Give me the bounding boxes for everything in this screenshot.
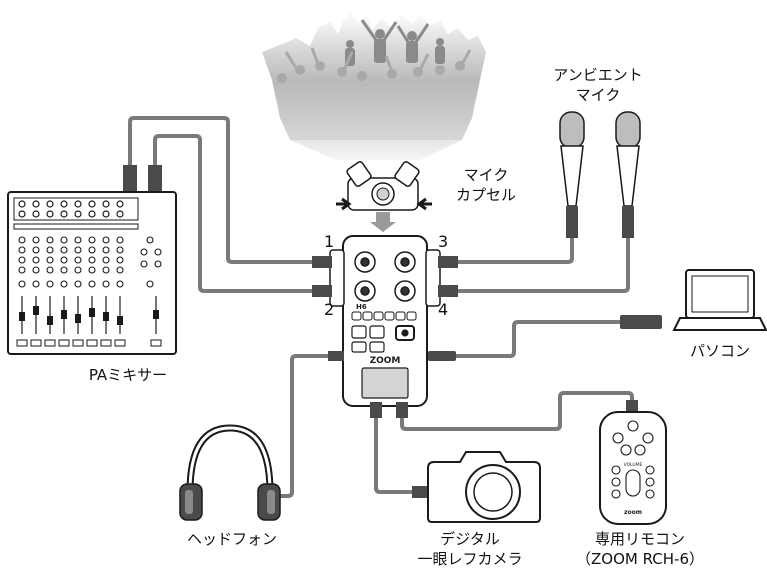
- cable-headphones: [266, 354, 332, 498]
- cables: [128, 116, 634, 498]
- connector-headphone: [328, 351, 344, 361]
- laptop: [620, 269, 767, 331]
- dslr-camera: [412, 451, 541, 523]
- camera-label-line1: デジタル: [440, 530, 500, 548]
- connector-input-2: [312, 285, 332, 297]
- input-label-1: 1: [324, 232, 335, 251]
- mic-capsule-label-line2: カプセル: [455, 186, 517, 204]
- ambient-mic-label-line1: アンビエント: [553, 66, 643, 84]
- pa-mixer-label: PAミキサー: [88, 366, 168, 384]
- cable-mixer-input-1: [128, 116, 320, 264]
- ambient-microphones: [559, 111, 641, 238]
- mixer-plug-1: [123, 165, 137, 191]
- cable-mic-input-4: [456, 236, 630, 293]
- camera-label-line2: 一眼レフカメラ: [417, 550, 523, 568]
- mixer-plug-2: [148, 165, 162, 191]
- cable-camera: [374, 403, 416, 494]
- connector-input-1: [312, 256, 332, 268]
- connector-remote: [396, 402, 408, 418]
- camera-plug: [412, 486, 428, 498]
- arrow-down-icon: [370, 212, 396, 232]
- mic-capsule-label-line1: マイク: [463, 166, 509, 184]
- sound-beam: [290, 140, 462, 160]
- remote-label-line1: 専用リモコン: [594, 530, 686, 548]
- connector-input-3: [438, 256, 458, 268]
- track-buttons: [351, 311, 417, 321]
- pa-mixer: [7, 165, 177, 355]
- ambient-mic-left: [559, 111, 585, 238]
- device-brand: ZOOM: [370, 356, 401, 366]
- arrow-right-icon: [416, 197, 432, 211]
- remote-volume: VOLUME: [624, 462, 643, 468]
- ambient-mic-right: [615, 111, 641, 238]
- cable-mixer-input-2: [153, 134, 320, 293]
- concert-crowd: [262, 10, 486, 160]
- connector-input-4: [438, 285, 458, 297]
- cable-mic-input-3: [456, 236, 574, 264]
- pc-label: パソコン: [689, 342, 751, 360]
- remote-label-line2: （ZOOM RCH-6）: [576, 550, 704, 568]
- xy-mic-capsule: [336, 161, 432, 232]
- input-label-3: 3: [438, 232, 449, 251]
- zoom-h6-recorder: ZOOM H6: [312, 235, 458, 418]
- connector-line-out: [370, 402, 382, 418]
- device-model: H6: [356, 303, 367, 311]
- usb-plug: [620, 315, 662, 329]
- ambient-mic-label-line2: マイク: [575, 86, 621, 104]
- cable-remote: [400, 391, 634, 431]
- transport-buttons: [351, 325, 415, 353]
- input-label-2: 2: [324, 300, 335, 319]
- input-label-4: 4: [438, 300, 449, 319]
- crowd-silhouette: [262, 10, 486, 140]
- mixer-knobs: [18, 236, 162, 288]
- device-screen: [361, 367, 409, 399]
- headphones: [179, 424, 281, 521]
- remote-brand: zoom: [624, 509, 642, 516]
- headphones-label: ヘッドフォン: [186, 530, 278, 548]
- input-knobs: [354, 251, 416, 302]
- cable-usb-pc: [454, 320, 622, 358]
- arrow-left-icon: [336, 197, 352, 211]
- remote-control: VOLUME zoom: [599, 400, 667, 525]
- remote-plug: [626, 400, 638, 414]
- connector-usb: [428, 351, 456, 361]
